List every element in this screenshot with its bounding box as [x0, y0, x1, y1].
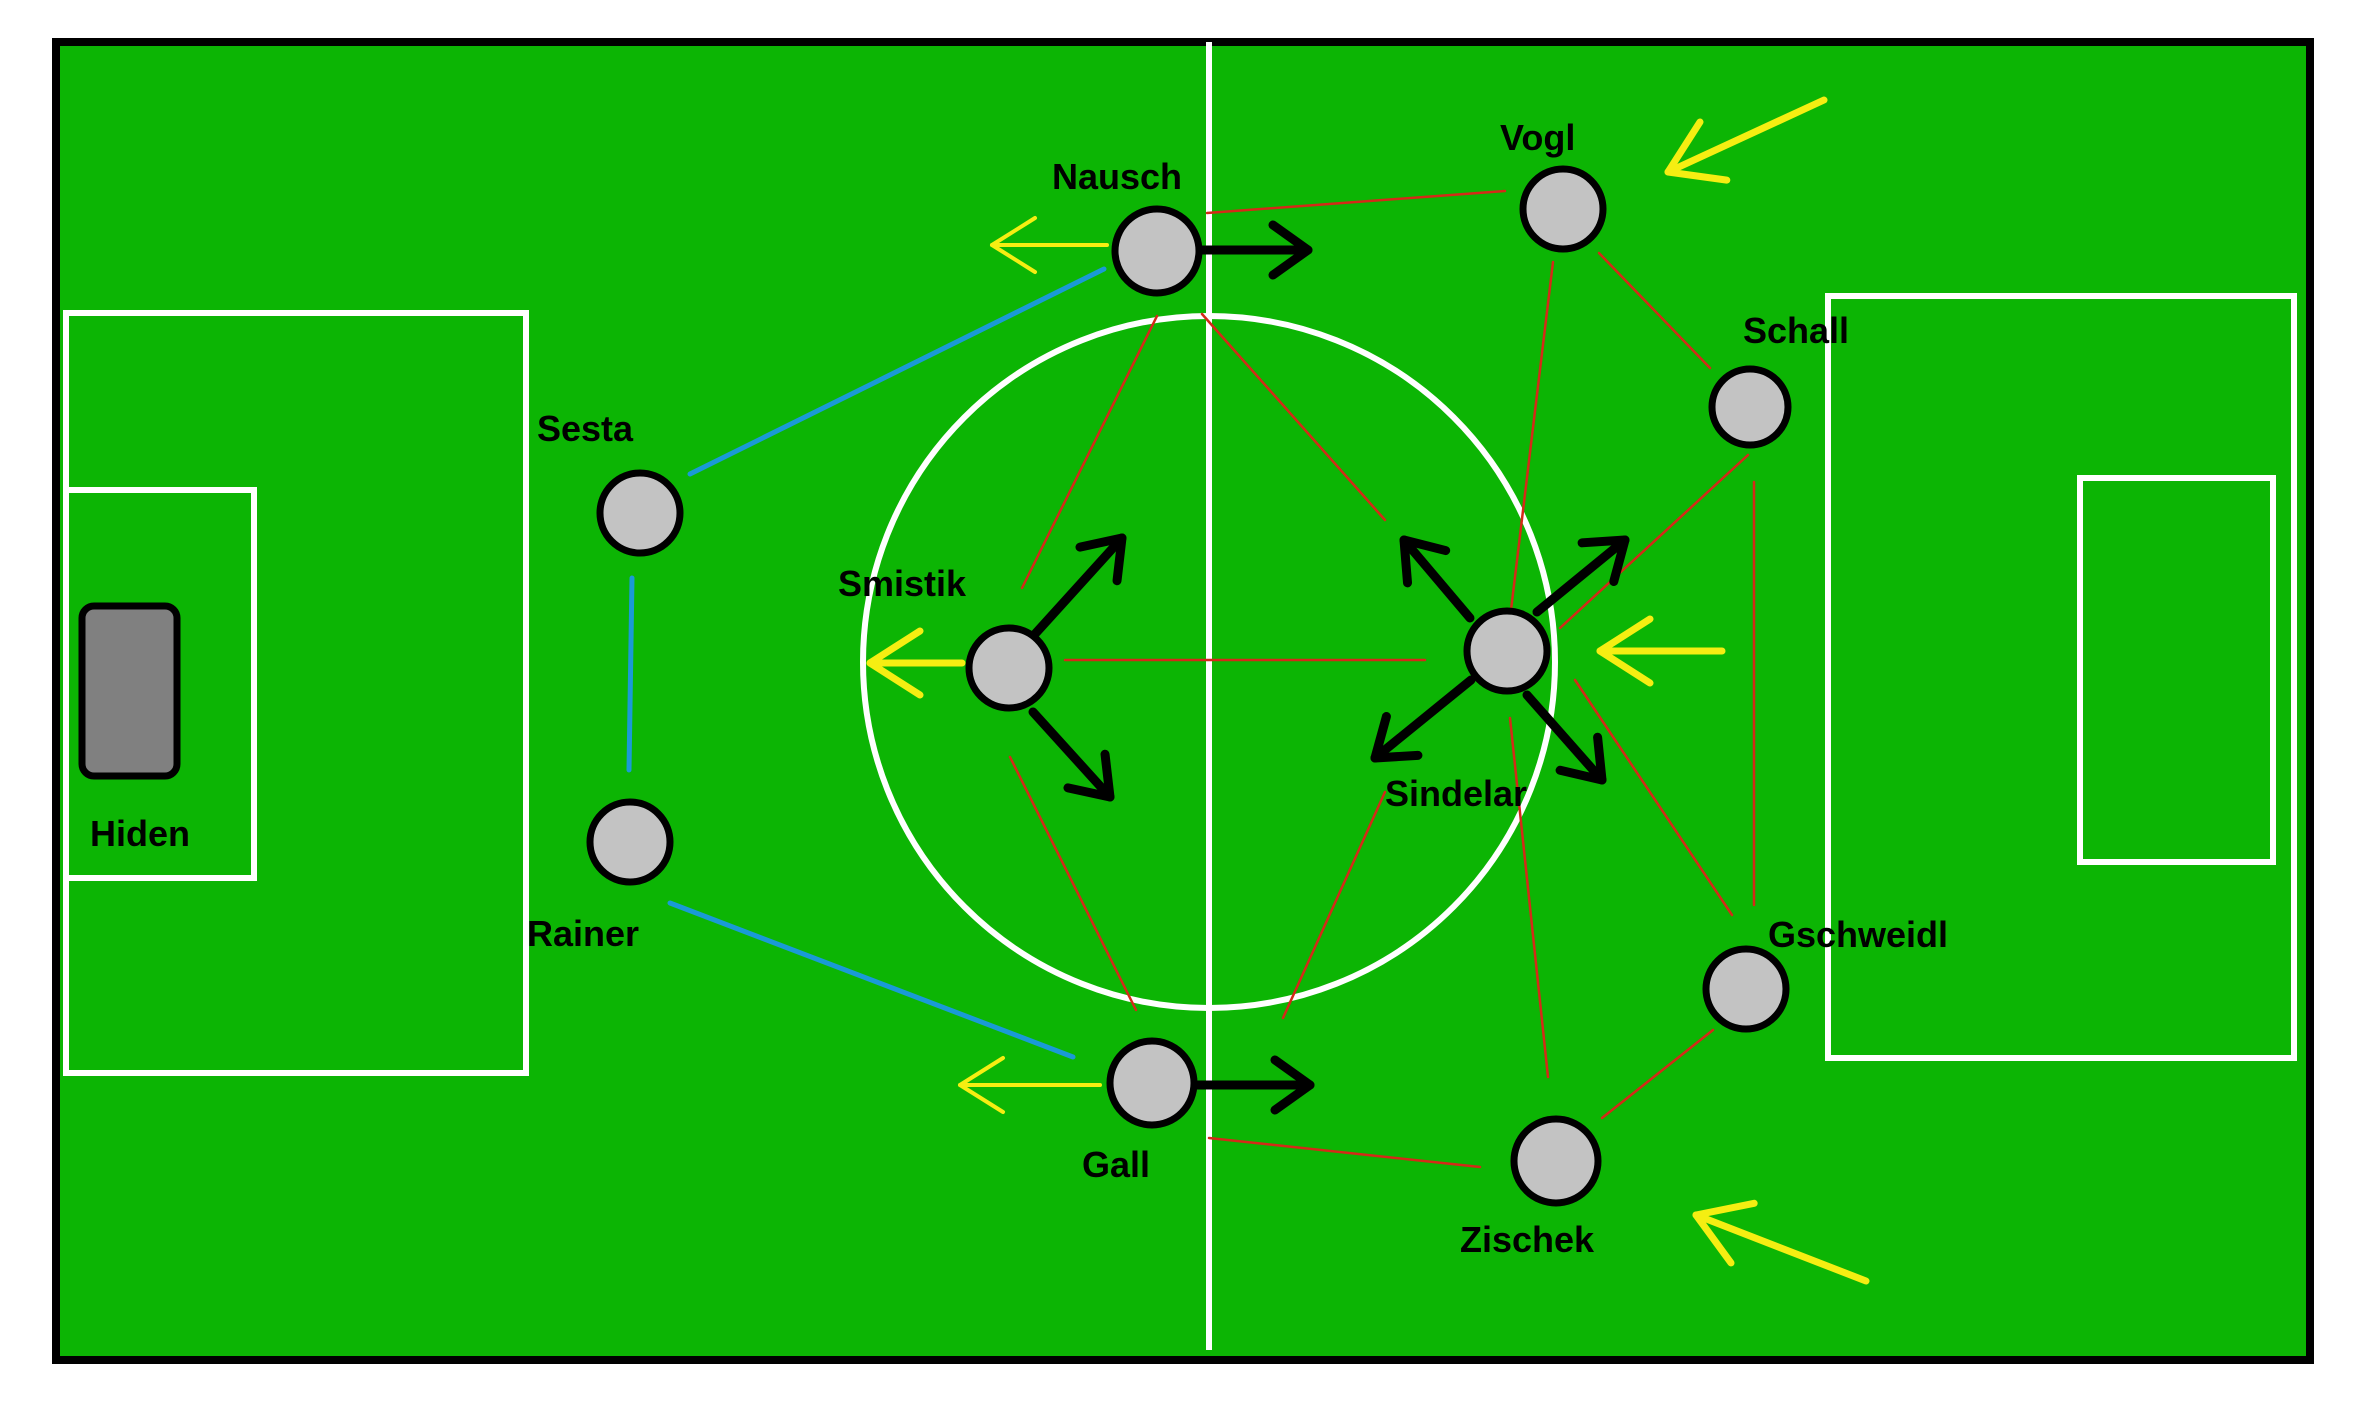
link-nausch-smistik [1020, 314, 1159, 590]
arrow-sindelar-downleft [1370, 675, 1476, 763]
player-sindelar [1463, 607, 1551, 695]
link-sesta-rainer [626, 575, 635, 773]
link-sindelar-zischek [1508, 716, 1550, 1079]
player-nausch [1111, 205, 1203, 297]
link-rainer-gall [667, 900, 1076, 1060]
arrow-sindelar-upright [1532, 535, 1630, 617]
yellow-arrows [866, 96, 1870, 1285]
black-arrows [1028, 220, 1630, 1115]
arrow-vogl-in [1664, 96, 1828, 184]
label-smistik: Smistik [838, 563, 967, 604]
arrow-zischek-in [1692, 1199, 1870, 1285]
goalkeeper-marker [78, 602, 181, 780]
link-zischek-gschweidl [1600, 1028, 1715, 1120]
label-gall: Gall [1082, 1144, 1150, 1185]
label-nausch: Nausch [1052, 156, 1182, 197]
player-zischek [1510, 1115, 1602, 1207]
label-sesta: Sesta [537, 408, 634, 449]
right-goal-area [2077, 475, 2276, 865]
link-vogl-sindelar [1509, 260, 1555, 612]
player-gall [1106, 1037, 1198, 1129]
player-labels: Hiden Sesta Rainer Nausch Smistik Gall V… [90, 117, 1948, 1260]
player-rainer [586, 798, 674, 886]
link-nausch-sindelar [1200, 312, 1387, 522]
left-goal-area [63, 487, 257, 881]
label-rainer: Rainer [527, 913, 639, 954]
blue-links [626, 266, 1107, 1060]
link-smistik-gall [1008, 755, 1138, 1012]
label-schall: Schall [1743, 310, 1849, 351]
arrow-sindelar-downright [1522, 690, 1607, 785]
link-schall-sindelar [1558, 453, 1750, 630]
label-hiden: Hiden [90, 813, 190, 854]
link-sindelar-gschweidl [1573, 678, 1734, 917]
player-sesta [596, 469, 684, 557]
player-vogl [1519, 165, 1607, 253]
link-vogl-schall [1597, 251, 1712, 370]
arrow-smistik-up [1030, 533, 1127, 639]
arrow-sindelar-upleft [1399, 535, 1475, 623]
link-nausch-vogl [1205, 189, 1507, 215]
label-vogl: Vogl [1500, 117, 1575, 158]
link-sesta-nausch [687, 266, 1107, 477]
center-circle [860, 313, 1558, 1011]
link-gall-zischek [1207, 1136, 1482, 1169]
player-schall [1708, 365, 1792, 449]
label-zischek: Zischek [1460, 1219, 1595, 1260]
field-markings [63, 42, 2297, 1350]
arrow-smistik-down [1028, 707, 1115, 802]
right-penalty-area [1825, 293, 2297, 1061]
red-links [1008, 189, 1756, 1169]
label-gschweidl: Gschweidl [1768, 914, 1948, 955]
players [586, 165, 1792, 1207]
label-sindelar: Sindelar [1385, 773, 1527, 814]
link-sindelar-gall [1281, 790, 1387, 1020]
player-gschweidl [1702, 945, 1790, 1033]
player-smistik [965, 624, 1053, 712]
